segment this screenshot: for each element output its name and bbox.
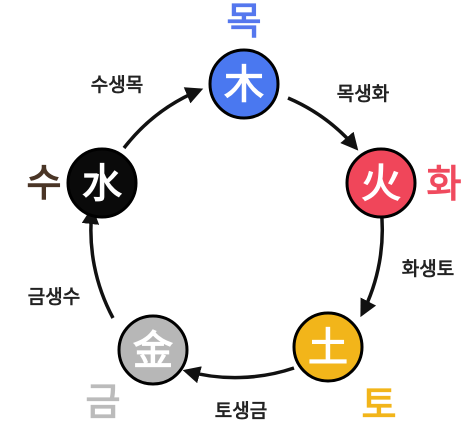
node-earth: 土	[292, 311, 364, 383]
arrow-fire-to-earth	[360, 207, 385, 318]
arrow-earth-to-metal	[182, 366, 295, 384]
cycle-label-earth-to-metal: 토생금	[215, 400, 267, 422]
earth-circle	[292, 311, 364, 383]
label-metal: 금	[86, 380, 121, 424]
fire-hanja: 火	[361, 161, 401, 207]
label-water: 수	[27, 161, 62, 205]
cycle-label-wood-to-fire: 목생화	[337, 83, 390, 105]
fire-circle	[345, 147, 417, 219]
label-wood: 목	[227, 0, 262, 43]
node-fire: 火	[345, 147, 417, 219]
wood-hanja: 木	[224, 62, 264, 108]
wood-circle	[208, 48, 280, 120]
metal-hanja: 金	[132, 328, 174, 374]
node-metal: 金	[117, 314, 189, 386]
node-wood: 木	[208, 48, 280, 120]
cycle-label-metal-to-water: 금생수	[28, 286, 80, 308]
arrow-wood-to-fire	[287, 96, 359, 151]
metal-circle	[117, 314, 189, 386]
water-hanja: 水	[82, 161, 123, 207]
label-earth: 토	[362, 383, 397, 427]
node-water: 水	[66, 147, 138, 219]
label-fire: 화	[427, 162, 462, 206]
water-circle	[66, 147, 138, 219]
earth-hanja: 土	[308, 325, 348, 371]
arrow-metal-to-water	[81, 206, 115, 319]
cycle-label-fire-to-earth: 화생토	[402, 258, 454, 280]
arrow-water-to-wood	[122, 87, 204, 150]
cycle-label-water-to-wood: 수생목	[91, 74, 143, 96]
